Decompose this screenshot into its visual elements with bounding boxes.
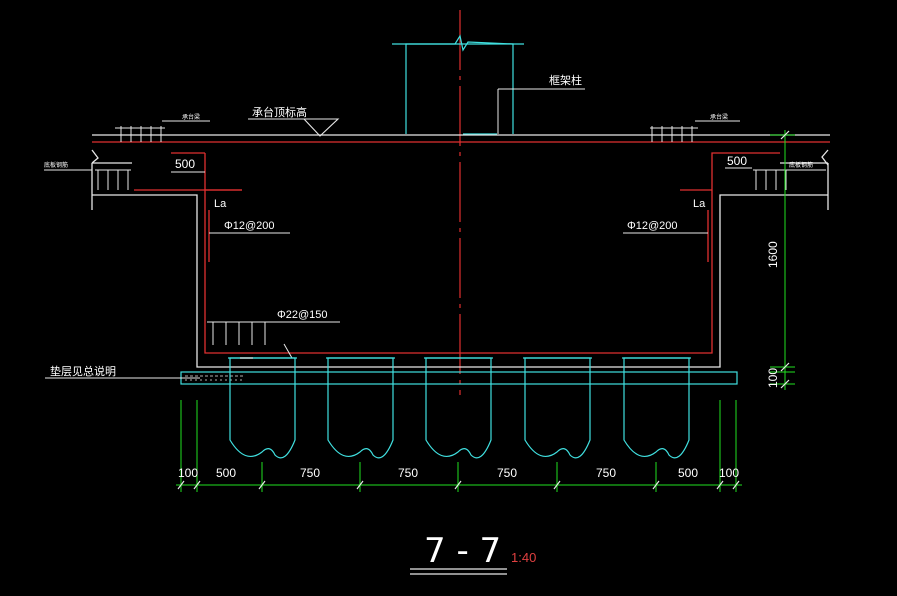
dimension-lines bbox=[176, 130, 795, 492]
pile-1 bbox=[228, 357, 297, 459]
cap-top-elevation-label: 承台顶标高 bbox=[252, 105, 307, 119]
anchor-right: La bbox=[693, 198, 706, 210]
dim-bottom-2: 500 bbox=[216, 466, 236, 480]
pile-3 bbox=[424, 357, 493, 459]
title-underline bbox=[410, 568, 507, 575]
section-scale: 1:40 bbox=[511, 550, 536, 565]
beam-bars bbox=[95, 126, 789, 190]
dim-bottom-6: 750 bbox=[596, 466, 616, 480]
cushion-layer bbox=[180, 371, 738, 385]
beam-label-left: 承台梁 bbox=[182, 113, 200, 121]
leaders bbox=[44, 88, 826, 379]
cushion-note-label: 垫层见总说明 bbox=[50, 364, 116, 378]
dim-bottom-5: 750 bbox=[497, 466, 517, 480]
piles bbox=[228, 357, 691, 459]
dim-bottom-3: 750 bbox=[300, 466, 320, 480]
elevation-marker bbox=[248, 118, 340, 137]
dim-height: 1600 bbox=[766, 241, 780, 268]
beam-label-right: 承台梁 bbox=[710, 113, 728, 121]
bottom-bar-ticks bbox=[207, 321, 340, 359]
pile-5 bbox=[622, 357, 691, 459]
dim-bottom-1: 100 bbox=[178, 466, 198, 480]
rebar-bottom: Φ22@150 bbox=[277, 309, 328, 321]
dim-bottom-4: 750 bbox=[398, 466, 418, 480]
section-title: 7 - 7 bbox=[424, 531, 501, 571]
dimension-ticks bbox=[177, 130, 790, 490]
slab-label-right: 底板钢筋 bbox=[789, 161, 813, 169]
cap-outline bbox=[91, 134, 830, 368]
dim-cushion: 100 bbox=[766, 368, 780, 388]
rebar-main bbox=[134, 152, 780, 354]
ext-left: 500 bbox=[175, 157, 195, 171]
pile-4 bbox=[523, 357, 592, 459]
slab-label-left: 底板钢筋 bbox=[44, 161, 68, 169]
pile-2 bbox=[326, 357, 395, 459]
rebar-side-right: Φ12@200 bbox=[627, 220, 678, 232]
frame-column bbox=[392, 34, 524, 135]
frame-column-label: 框架柱 bbox=[549, 73, 582, 87]
rebar-side-left: Φ12@200 bbox=[224, 220, 275, 232]
dim-bottom-7: 500 bbox=[678, 466, 698, 480]
ext-right: 500 bbox=[727, 154, 747, 168]
cushion-hatch bbox=[185, 375, 245, 381]
dim-bottom-8: 100 bbox=[719, 466, 739, 480]
anchor-left: La bbox=[214, 198, 227, 210]
